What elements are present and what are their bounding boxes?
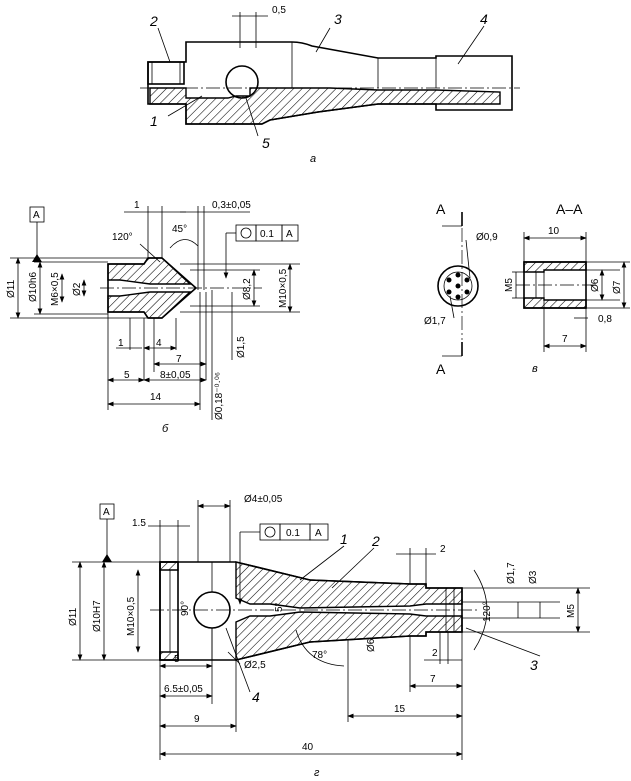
fig-a-callout-2: 2 (149, 13, 158, 29)
fig-b-dim-m6: M6×0,5 (50, 272, 61, 306)
fig-b-dim-b1: 1 (118, 338, 124, 349)
fig-g-callout-1: 1 (340, 531, 348, 547)
fig-v-caption: в (532, 363, 538, 375)
fig-b-dim-d15: Ø1,5 (236, 336, 247, 358)
fig-a-callout-3: 3 (334, 11, 342, 27)
fig-g-callout-3: 3 (530, 657, 538, 673)
fig-v-section-top: A (436, 201, 446, 217)
fig-g-dim-65: 6.5±0,05 (164, 684, 203, 695)
fig-g-dim-d6: Ø6 (366, 638, 377, 652)
fig-v-dim-d6: Ø6 (590, 278, 601, 292)
fig-g-dim-angle5: 5° (274, 602, 285, 612)
figure-g: A 1.5 Ø4±0,05 0.1 A (68, 494, 590, 779)
fig-b-dim-b4: 4 (156, 338, 162, 349)
fig-b-dim-b8: 8±0,05 (160, 370, 191, 381)
fig-g-dim-angle78: 78° (312, 650, 327, 661)
fig-g-dim-m10: M10×0,5 (126, 596, 137, 636)
fig-g-dim-m5: M5 (566, 604, 577, 618)
fig-b-datum-label: A (33, 210, 40, 221)
fig-v-dim-08: 0,8 (598, 314, 612, 325)
figure-a: 0,5 2 3 4 1 5 а (140, 5, 520, 165)
fig-a-gap-dim: 0,5 (272, 5, 286, 16)
fig-v-dim-m5: M5 (504, 278, 515, 292)
fig-a-caption: а (310, 153, 316, 165)
fig-g-dim-40: 40 (302, 742, 314, 753)
figure-v: A A Ø0,9 Ø1,7 в A–A (424, 201, 630, 377)
fig-g-dim-15: 1.5 (132, 518, 146, 529)
fig-b-tol-value: 0.1 (260, 229, 274, 240)
fig-g-dim-d3: Ø3 (528, 570, 539, 584)
fig-g-dim-2bot: 2 (432, 648, 438, 659)
fig-g-dim-d25: Ø2,5 (244, 660, 266, 671)
fig-g-callout-2: 2 (371, 533, 380, 549)
fig-v-holes (446, 272, 470, 300)
fig-v-dim-d7: Ø7 (612, 280, 623, 294)
fig-g-callout-4: 4 (252, 689, 260, 705)
fig-b-tol-ref: A (286, 229, 293, 240)
fig-a-callout-1: 1 (150, 113, 158, 129)
fig-b-caption: б (162, 423, 169, 435)
fig-g-dim-d4: Ø4±0,05 (244, 494, 283, 505)
fig-a-callout-4: 4 (480, 11, 488, 27)
fig-b-dim-d11: Ø11 (6, 279, 17, 298)
fig-g-dim-9: 9 (194, 714, 200, 725)
fig-g-dim-d17: Ø1,7 (506, 562, 517, 584)
fig-b-dim-b14: 14 (150, 392, 162, 403)
fig-b-dim-03: 0,3±0,05 (212, 200, 251, 211)
fig-v-dim-10: 10 (548, 226, 560, 237)
fig-b-dim-d10h6: Ø10h6 (28, 272, 39, 302)
fig-g-dim-angle90: 90° (180, 601, 191, 616)
fig-b-dim-top1: 1 (134, 200, 140, 211)
fig-g-tol-value: 0.1 (286, 528, 300, 539)
fig-g-datum-label: A (103, 507, 110, 518)
fig-v-dim-7: 7 (562, 334, 568, 345)
fig-v-section-title: A–A (556, 201, 583, 217)
fig-g-dim-angle120: 120° (482, 601, 493, 622)
fig-b-dim-d018: Ø0,18⁻⁰·⁰⁶ (214, 372, 225, 420)
fig-v-section-bottom: A (436, 361, 446, 377)
fig-g-dim-7: 7 (430, 674, 436, 685)
fig-b-dim-b5: 5 (124, 370, 130, 381)
fig-g-dim-d11: Ø11 (68, 607, 79, 626)
fig-b-dim-angle45: 45° (172, 224, 187, 235)
fig-g-dim-5: 5 (174, 654, 180, 665)
fig-g-caption: г (314, 767, 320, 779)
fig-b-dim-d82: Ø8,2 (242, 278, 253, 300)
fig-g-dim-15b: 15 (394, 704, 406, 715)
fig-b-dim-m10: M10×0,5 (278, 268, 289, 308)
fig-v-dim-d17: Ø1,7 (424, 316, 446, 327)
fig-b-dim-angle120: 120° (112, 232, 133, 243)
fig-b-dim-b7: 7 (176, 354, 182, 365)
fig-g-tol-ref: A (315, 528, 322, 539)
fig-b-dim-d2: Ø2 (72, 282, 83, 296)
fig-v-dim-d09: Ø0,9 (476, 232, 498, 243)
fig-g-dim-2top: 2 (440, 544, 446, 555)
fig-a-callout-5: 5 (262, 135, 270, 151)
figure-b: A Ø11 Ø10h6 M6×0,5 Ø2 120° 45° 1 (6, 200, 300, 435)
fig-g-dim-d10h7: Ø10H7 (92, 600, 103, 632)
